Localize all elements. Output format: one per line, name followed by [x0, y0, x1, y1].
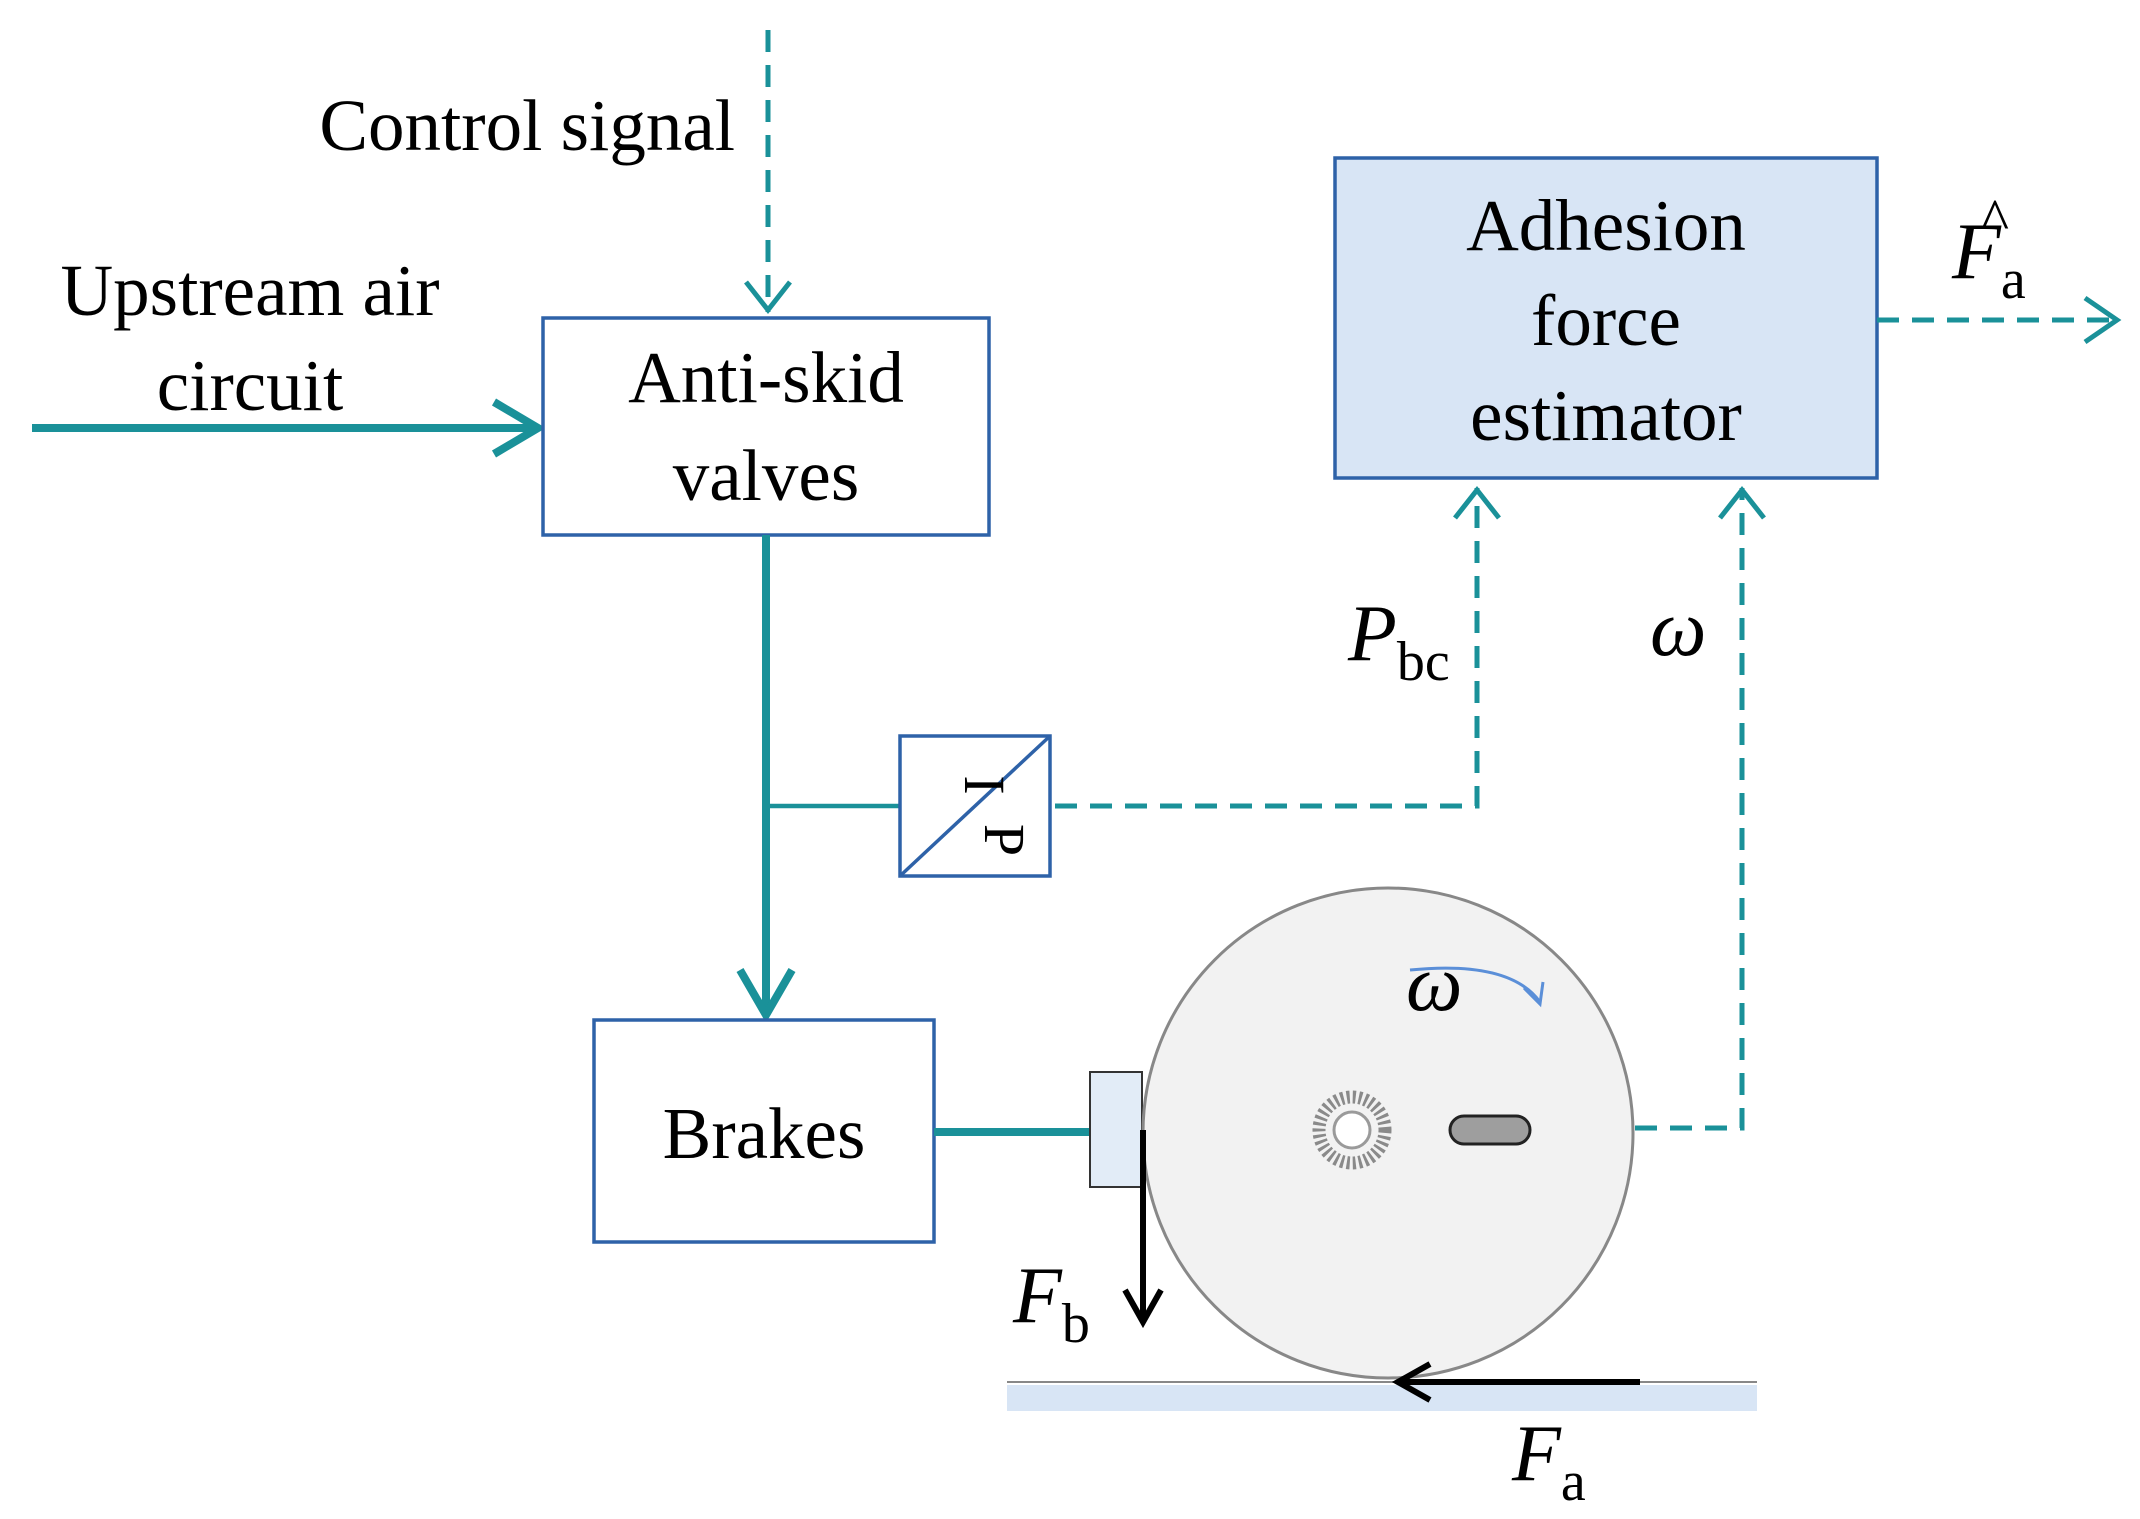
pressure-transducer: I P [898, 734, 1052, 878]
wheel-omega-symbol: ω [1406, 940, 1462, 1028]
estimate-hat: ^ [1981, 187, 2009, 253]
omega-symbol: ω [1650, 585, 1706, 673]
pbc-symbol: Pbc [1347, 590, 1450, 693]
brake-pad [1089, 1071, 1143, 1188]
adhesion-force-arrowhead [1391, 1361, 1432, 1403]
estimate-symbol: Fa [1951, 208, 2026, 311]
brakes-block [592, 1018, 936, 1244]
brake-force-arrowhead [1122, 1288, 1164, 1329]
upstream-air-label: Upstream air [60, 250, 439, 331]
estimator-label-3: estimator [1470, 375, 1742, 456]
rotation-arrowhead [1522, 981, 1545, 1008]
anti-skid-label-1: Anti-skid [628, 337, 904, 418]
ground-surface [1007, 1385, 1757, 1411]
pbc-signal-line [1055, 488, 1480, 809]
rotation-arrow-icon [1409, 966, 1542, 1003]
estimate-output-arrowhead [2083, 295, 2122, 345]
upstream-air-arrowhead [491, 398, 546, 458]
anti-skid-label-2: valves [673, 435, 860, 516]
transducer-letter-p: P [972, 824, 1037, 856]
pbc-signal-arrowhead [1453, 485, 1501, 520]
adhesion-force-symbol: Fa [1511, 1410, 1586, 1513]
tone-wheel-icon [1312, 1090, 1392, 1170]
control-signal-label: Control signal [319, 85, 735, 166]
upstream-circuit-label: circuit [157, 345, 343, 426]
estimator-label-1: Adhesion [1466, 185, 1746, 266]
anti-skid-valves-block [541, 316, 991, 537]
brake-force-symbol: Fb [1012, 1252, 1090, 1355]
estimator-label-2: force [1531, 280, 1681, 361]
transducer-letter-i: I [952, 775, 1017, 794]
omega-signal-arrowhead [1718, 485, 1766, 520]
brakes-label: Brakes [663, 1093, 866, 1174]
brake-pressure-arrowhead [736, 967, 796, 1023]
speed-sensor-icon [1448, 1114, 1532, 1146]
control-signal-arrowhead [744, 280, 792, 315]
